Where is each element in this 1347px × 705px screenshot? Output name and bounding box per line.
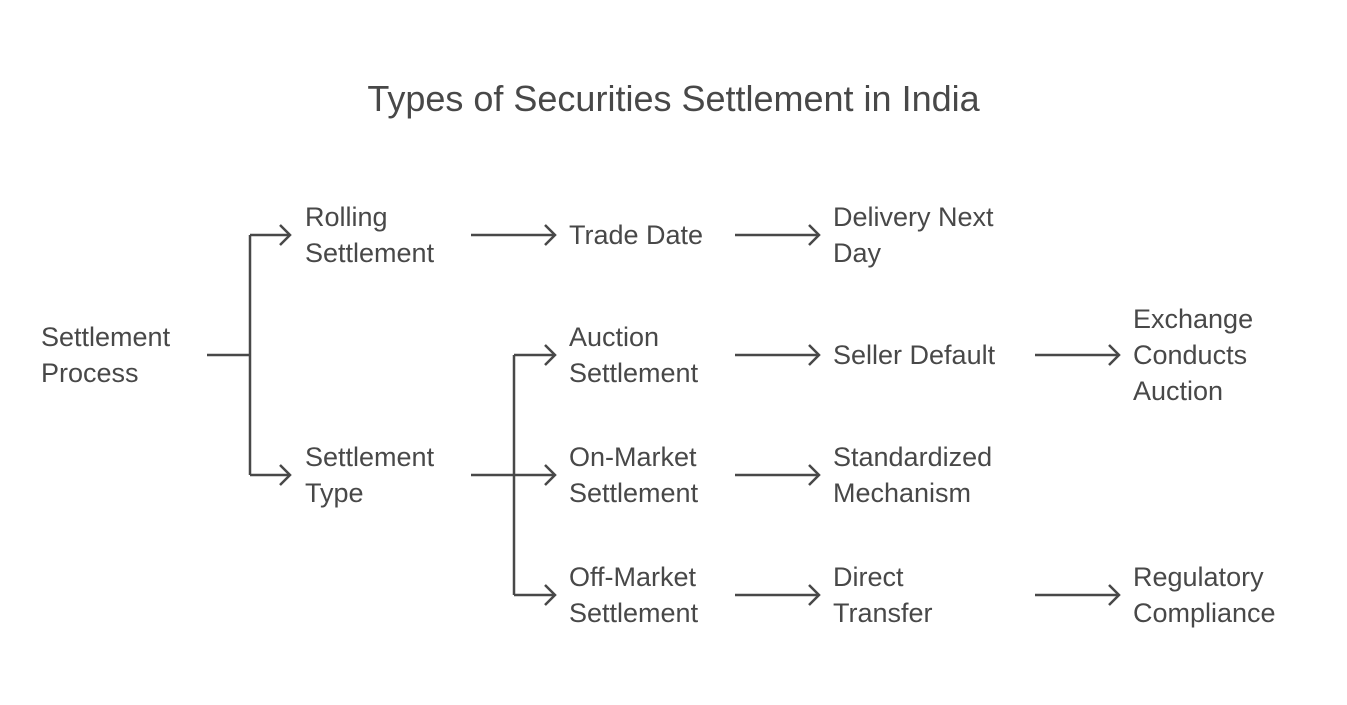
node-label-line: Settlement (41, 322, 171, 352)
node-label-line: Seller Default (833, 340, 996, 370)
node-label-line: Standardized (833, 442, 993, 472)
node-auction-settlement: Auction Settlement (569, 319, 698, 391)
node-label-line: Settlement (305, 442, 435, 472)
node-label-line: Auction (1133, 376, 1224, 406)
node-label-line: Delivery Next (833, 202, 994, 232)
node-label-line: Off-Market (569, 562, 697, 592)
node-label-line: Direct (833, 562, 904, 592)
node-label-line: Settlement (569, 478, 699, 508)
node-label-line: On-Market (569, 442, 697, 472)
node-exchange-conducts-auction: Exchange Conducts Auction (1133, 301, 1253, 409)
connector-type-trunk (471, 355, 555, 595)
arrowhead (544, 464, 557, 486)
node-label-line: Trade Date (569, 220, 704, 250)
node-off-market-settlement: Off-Market Settlement (569, 559, 698, 631)
node-label-line: Transfer (833, 598, 933, 628)
node-label-line: Settlement (305, 238, 435, 268)
connector-process-trunk (207, 235, 252, 475)
arrowhead (279, 464, 292, 486)
diagram-title: Types of Securities Settlement in India (367, 78, 980, 119)
node-seller-default: Seller Default (833, 337, 995, 373)
node-standardized-mechanism: Standardized Mechanism (833, 439, 992, 511)
arrowhead (1108, 584, 1121, 606)
arrowhead (808, 224, 821, 246)
node-settlement-process: Settlement Process (41, 319, 170, 391)
arrowhead (544, 344, 557, 366)
node-rolling-settlement: Rolling Settlement (305, 199, 434, 271)
node-label-line: Rolling (305, 202, 388, 232)
node-label-line: Auction (569, 322, 660, 352)
node-label-line: Compliance (1133, 598, 1276, 628)
node-label-line: Regulatory (1133, 562, 1264, 592)
node-trade-date: Trade Date (569, 217, 703, 253)
arrowhead (279, 224, 292, 246)
node-label-line: Settlement (569, 358, 699, 388)
node-on-market-settlement: On-Market Settlement (569, 439, 698, 511)
arrowhead (808, 464, 821, 486)
node-label-line: Settlement (569, 598, 699, 628)
node-label-line: Exchange (1133, 304, 1254, 334)
arrowhead (808, 344, 821, 366)
node-label-line: Process (41, 358, 139, 388)
node-label-line: Type (305, 478, 364, 508)
node-label-line: Conducts (1133, 340, 1248, 370)
arrowhead (544, 224, 557, 246)
node-direct-transfer: Direct Transfer (833, 559, 933, 631)
node-settlement-type: Settlement Type (305, 439, 434, 511)
node-regulatory-compliance: Regulatory Compliance (1133, 559, 1276, 631)
arrowhead (1108, 344, 1121, 366)
node-label-line: Day (833, 238, 882, 268)
node-delivery-next-day: Delivery Next Day (833, 199, 994, 271)
arrowhead (808, 584, 821, 606)
node-label-line: Mechanism (833, 478, 972, 508)
arrowhead (544, 584, 557, 606)
